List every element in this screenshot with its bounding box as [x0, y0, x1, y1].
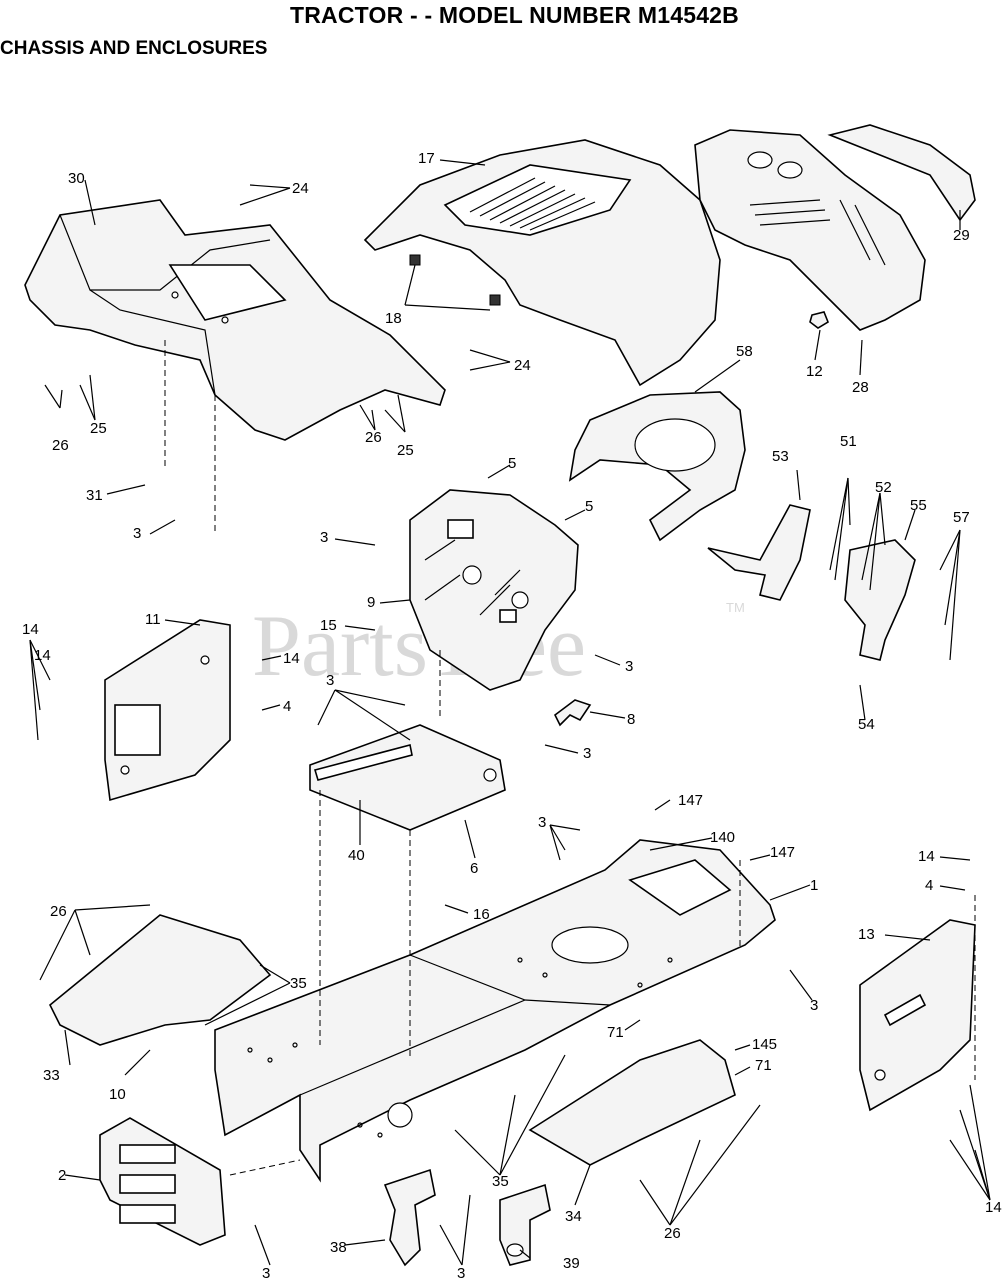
callout: 147 — [678, 792, 703, 809]
callout: 3 — [326, 672, 334, 689]
callout: 5 — [508, 455, 516, 472]
callout-labels: 30 24 17 29 18 12 28 24 25 26 26 25 58 5… — [22, 150, 1002, 1280]
callout: 26 — [52, 437, 69, 454]
callout: 52 — [875, 479, 892, 496]
callout: 16 — [473, 906, 490, 923]
callout: 31 — [86, 487, 103, 504]
callout: 15 — [320, 617, 337, 634]
part-bracket-38 — [383, 1168, 436, 1267]
callout: 13 — [858, 926, 875, 943]
callout: 10 — [109, 1086, 126, 1103]
callout: 9 — [367, 594, 375, 611]
callout: 14 — [283, 650, 300, 667]
callout: 25 — [90, 420, 107, 437]
callout: 55 — [910, 497, 927, 514]
callout: 38 — [330, 1239, 347, 1256]
diagram-subtitle: CHASSIS AND ENCLOSURES — [0, 38, 268, 59]
callout: 51 — [840, 433, 857, 450]
watermark-tm: TM — [726, 600, 745, 615]
callout: 3 — [810, 997, 818, 1014]
part-bracket-55 — [844, 539, 916, 661]
callout: 40 — [348, 847, 365, 864]
callout: 4 — [925, 877, 933, 894]
callout: 147 — [770, 844, 795, 861]
callout: 53 — [772, 448, 789, 465]
callout: 28 — [852, 379, 869, 396]
callout: 3 — [457, 1265, 465, 1280]
callout: 54 — [858, 716, 875, 733]
callout: 6 — [470, 860, 478, 877]
callout: 26 — [365, 429, 382, 446]
diagram-title: TRACTOR - - MODEL NUMBER M14542B — [290, 2, 739, 28]
part-right-floor-panel — [528, 1039, 736, 1166]
callout: 140 — [710, 829, 735, 846]
callout: 35 — [290, 975, 307, 992]
callout: 3 — [625, 658, 633, 675]
callout: 8 — [627, 711, 635, 728]
callout: 3 — [320, 529, 328, 546]
callout: 24 — [292, 180, 309, 197]
callout: 18 — [385, 310, 402, 327]
callout: 26 — [50, 903, 67, 920]
callout: 33 — [43, 1067, 60, 1084]
callout: 30 — [68, 170, 85, 187]
part-clip — [809, 311, 829, 329]
callout: 26 — [664, 1225, 681, 1242]
part-front-bracket — [99, 1117, 226, 1246]
part-left-side-panel — [104, 619, 231, 802]
part-left-floor-panel — [48, 914, 272, 1046]
callout: 29 — [953, 227, 970, 244]
callout: 57 — [953, 509, 970, 526]
part-bracket-53 — [707, 504, 811, 601]
part-hood-trim — [827, 124, 976, 222]
callout: 25 — [397, 442, 414, 459]
alignment-lines — [164, 340, 976, 1176]
callout: 14 — [34, 647, 51, 664]
part-dash-panel — [409, 489, 579, 691]
callout: 71 — [607, 1024, 624, 1041]
callout: 3 — [133, 525, 141, 542]
callout: 39 — [563, 1255, 580, 1272]
part-grille — [694, 129, 926, 331]
part-fender — [24, 199, 446, 441]
part-plate — [309, 724, 506, 831]
callout: 3 — [262, 1265, 270, 1280]
part-shield — [568, 391, 746, 542]
callout: 145 — [752, 1036, 777, 1053]
part-right-side-panel — [859, 919, 976, 1112]
callout: 24 — [514, 357, 531, 374]
callout: 2 — [58, 1167, 66, 1184]
part-chassis-frame — [214, 839, 776, 1183]
callout: 4 — [283, 698, 291, 715]
callout: 14 — [985, 1199, 1002, 1216]
callout: 11 — [145, 611, 161, 628]
callout: 34 — [565, 1208, 582, 1225]
callout: 35 — [492, 1173, 509, 1190]
callout: 3 — [583, 745, 591, 762]
callout: 71 — [755, 1057, 772, 1074]
callout: 5 — [585, 498, 593, 515]
callout: 3 — [538, 814, 546, 831]
callout: 14 — [918, 848, 935, 865]
callout: 58 — [736, 343, 753, 360]
part-clip-8 — [553, 699, 592, 727]
leader-lines — [29, 159, 991, 1266]
part-hood — [363, 139, 721, 387]
callout: 12 — [806, 363, 823, 380]
callout: 17 — [418, 150, 435, 167]
callout: 14 — [22, 621, 39, 638]
callout: 1 — [810, 877, 818, 894]
